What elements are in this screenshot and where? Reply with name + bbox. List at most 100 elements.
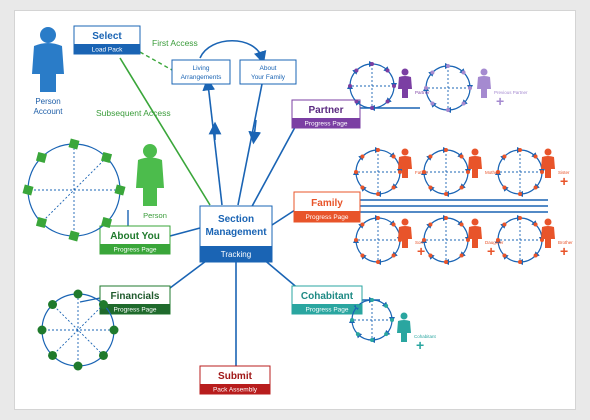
about-your-family-box[interactable]: About Your Family <box>239 59 297 85</box>
plus-icon[interactable]: + <box>487 243 495 259</box>
family-daughter-node <box>459 253 464 258</box>
son-label: Son <box>415 240 424 245</box>
arrow-down-family <box>248 119 262 145</box>
financials-node <box>98 350 108 360</box>
partner-node <box>370 106 374 110</box>
brother-label: Brother <box>558 240 573 245</box>
financials-link <box>52 304 104 356</box>
family-mother-arc <box>428 185 447 195</box>
plus-icon[interactable]: + <box>416 337 424 353</box>
family-daughter-node <box>428 222 433 227</box>
previous-partner-arc <box>432 63 451 73</box>
line-to-cohabitant <box>261 257 301 291</box>
sister-label: Sister <box>558 170 570 175</box>
submit-box[interactable]: Submit Pack Assembly <box>199 365 271 395</box>
plus-icon[interactable]: + <box>560 173 568 189</box>
family-daughter-node <box>444 216 448 220</box>
select-title: Select <box>92 31 122 42</box>
submit-sub: Pack Assembly <box>213 387 258 394</box>
family-brother-node <box>518 216 522 220</box>
family-brother-node <box>502 253 507 258</box>
brother-person-icon <box>541 218 555 248</box>
cohabitant-node <box>384 332 389 337</box>
family-sister-arc <box>533 171 543 190</box>
family-daughter-arc <box>430 215 449 225</box>
about-you-box[interactable]: About You Progress Page <box>99 225 171 255</box>
submit-title: Submit <box>218 371 253 382</box>
financials-box[interactable]: Financials Progress Page <box>99 285 171 315</box>
living-arrangements-box[interactable]: Living Arrangements <box>171 59 231 85</box>
family-sister-node <box>518 148 522 152</box>
cohabitant-node <box>390 318 394 322</box>
family-title: Family <box>311 198 343 209</box>
previous_partner-person-icon <box>477 68 491 98</box>
financials-node <box>73 289 83 299</box>
family-son-arc <box>391 239 401 258</box>
select-box[interactable]: Select Load Pack <box>73 25 141 55</box>
financials-node <box>73 361 83 371</box>
family-brother-arc <box>519 217 538 227</box>
family-son-node <box>360 253 365 258</box>
family-daughter-arc <box>445 217 464 227</box>
family-sister-node <box>533 154 538 159</box>
previous_partner-label: Previous Partner <box>494 90 528 95</box>
family-son-arc <box>362 215 381 225</box>
family-son-arc <box>375 255 394 265</box>
about-you-arc <box>39 220 75 237</box>
family-mother-arc <box>430 147 449 157</box>
family-brother-arc <box>497 222 507 241</box>
family-mother-arc <box>461 156 471 175</box>
sister-person-icon <box>541 148 555 178</box>
plus-icon[interactable]: + <box>417 243 425 259</box>
cohabitant-node <box>384 303 389 308</box>
partner-arc <box>371 63 390 73</box>
cohabitant-title: Cohabitant <box>301 291 354 302</box>
financials-node <box>48 300 58 310</box>
first-access-dashed-line <box>139 51 173 71</box>
plus-icon[interactable]: + <box>560 243 568 259</box>
family-sister-node <box>518 192 522 196</box>
family-node-rings <box>353 147 545 265</box>
partner-node-ring <box>347 61 397 111</box>
family-mother-arc <box>459 171 469 190</box>
family-daughter-node <box>428 253 433 258</box>
partner-node <box>354 99 359 104</box>
previous-partner-arc <box>425 70 435 89</box>
plus-icon[interactable]: + <box>496 93 504 109</box>
financials-node <box>109 325 119 335</box>
partner-arc <box>385 85 395 104</box>
family-brother-node <box>533 222 538 227</box>
partner-box[interactable]: Partner Progress Page <box>291 99 361 129</box>
previous-partner-node <box>446 64 450 68</box>
person-label: Person <box>143 211 167 220</box>
living-line1: Living <box>193 65 210 72</box>
section-sub: Tracking <box>221 250 251 259</box>
partner-arc <box>349 68 359 87</box>
family-box[interactable]: Family Progress Page <box>293 191 361 223</box>
previous-partner-arc <box>461 87 471 106</box>
cohabitant-box[interactable]: Cohabitant Progress Page <box>291 285 363 315</box>
family-sister-arc <box>502 185 521 195</box>
family-sister-node <box>502 185 507 190</box>
financials-sub: Progress Page <box>114 307 157 314</box>
person-account-label-line1: Person <box>35 97 60 106</box>
cohabitant-node-ring <box>349 297 395 343</box>
first-access-label: First Access <box>152 38 198 48</box>
about-you-node <box>22 184 34 196</box>
partner-node <box>370 62 374 66</box>
previous-partner-arc <box>430 101 449 111</box>
family-father-node <box>360 185 365 190</box>
partner-arc <box>356 61 375 71</box>
family-sister-arc <box>519 149 538 159</box>
family-mother-arc <box>443 187 462 197</box>
about-you-node <box>68 230 80 242</box>
partner-node <box>354 68 359 73</box>
family-father-arc <box>375 187 394 197</box>
partner-node <box>385 99 390 104</box>
cohabitant-sub: Progress Page <box>306 307 349 314</box>
family-son-arc <box>360 253 379 263</box>
about-you-title: About You <box>110 231 160 242</box>
section-management-box[interactable]: Section Management Tracking <box>199 205 273 263</box>
mother-label: Mother <box>485 170 500 175</box>
